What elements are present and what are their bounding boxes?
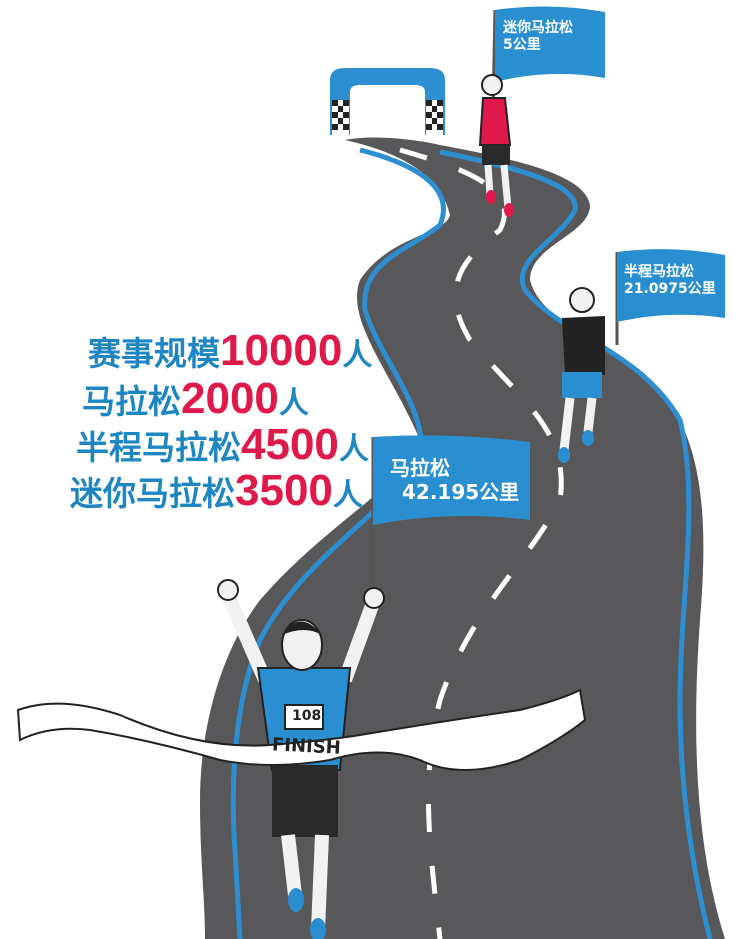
lane-line-left — [230, 147, 446, 939]
finish-ribbon — [16, 688, 587, 771]
lane-line-right — [439, 149, 713, 939]
stat-mini-marathon: 迷你马拉松3500人 — [70, 466, 363, 516]
flag-half-label: 半程马拉松 21.0975公里 — [624, 264, 716, 298]
flag-half-name: 半程马拉松 — [624, 264, 694, 280]
stat-value: 10000 — [220, 326, 343, 375]
stat-unit: 人 — [342, 338, 373, 373]
stat-label: 马拉松 — [82, 382, 181, 421]
flag-mini-label: 迷你马拉松 5公里 — [503, 20, 573, 54]
flag-full-label: 马拉松 42.195公里 — [390, 456, 519, 504]
flag-mini-name: 迷你马拉松 — [503, 20, 573, 36]
stat-unit: 人 — [332, 478, 363, 513]
stat-marathon: 马拉松2000人 — [82, 374, 309, 424]
stat-value: 4500 — [241, 420, 339, 469]
flag-full-distance: 42.195公里 — [402, 480, 520, 504]
flag-half-distance: 21.0975公里 — [624, 280, 716, 297]
stat-unit: 人 — [278, 386, 309, 421]
stat-value: 2000 — [181, 374, 279, 423]
stat-unit: 人 — [338, 432, 369, 467]
runner-red — [478, 74, 514, 217]
start-arch — [330, 68, 445, 135]
flag-full-name: 马拉松 — [390, 456, 450, 480]
runner-black — [558, 287, 605, 463]
stat-half-marathon: 半程马拉松4500人 — [76, 420, 369, 470]
stat-label: 迷你马拉松 — [70, 474, 235, 513]
flag-full — [371, 435, 530, 600]
stat-value: 3500 — [235, 466, 333, 515]
stat-label: 赛事规模 — [88, 334, 220, 373]
stat-label: 半程马拉松 — [76, 428, 241, 467]
finish-ribbon-text: FINISH — [271, 734, 342, 759]
bib-number: 108 — [292, 708, 322, 724]
stat-total: 赛事规模10000人 — [88, 326, 372, 376]
flag-mini-distance: 5公里 — [503, 36, 541, 53]
flag-half — [615, 249, 725, 345]
